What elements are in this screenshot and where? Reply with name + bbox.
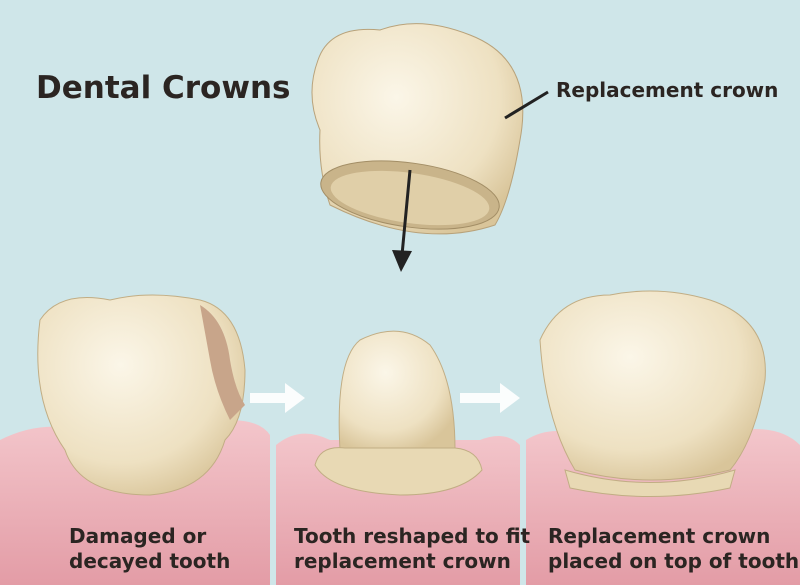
crowned-tooth [539, 290, 766, 497]
step-label-crowned: Replacement crown placed on top of tooth [548, 524, 799, 574]
replacement-crown [311, 23, 524, 235]
step-1-line-1: Damaged or [69, 524, 207, 548]
step-2-line-2: replacement crown [294, 549, 511, 573]
damaged-tooth [37, 294, 246, 496]
callout-label: Replacement crown [556, 78, 779, 102]
step-label-reshaped: Tooth reshaped to fit replacement crown [294, 524, 530, 574]
arrow-right-icon [250, 383, 305, 413]
decay-area [200, 305, 245, 420]
page-title: Dental Crowns [36, 70, 291, 106]
step-label-damaged: Damaged or decayed tooth [69, 524, 230, 574]
callout-line [504, 90, 549, 120]
step-3-line-1: Replacement crown [548, 524, 771, 548]
down-arrow-icon [392, 169, 412, 272]
reshaped-tooth [314, 330, 483, 496]
step-2-line-1: Tooth reshaped to fit [294, 524, 531, 548]
arrow-right-icon-2 [460, 383, 520, 413]
step-3-line-2: placed on top of tooth [548, 549, 800, 573]
step-1-line-2: decayed tooth [69, 549, 231, 573]
